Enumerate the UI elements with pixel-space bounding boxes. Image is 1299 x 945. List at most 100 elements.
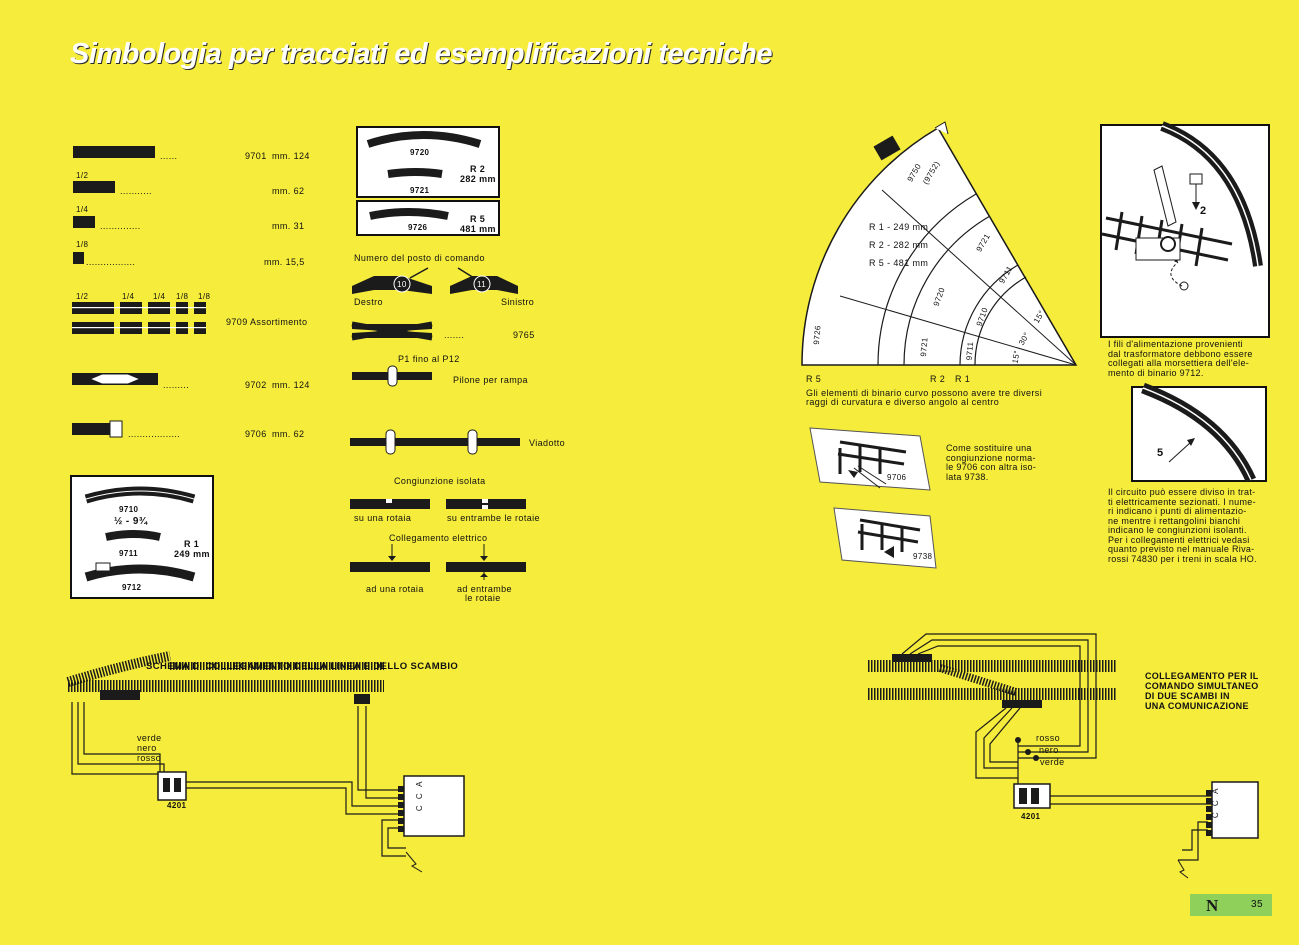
curve-box-r5: 9726 R 5 481 mm bbox=[356, 200, 500, 236]
track-symbol-full bbox=[73, 146, 155, 158]
track-length: mm. 62 bbox=[272, 429, 305, 439]
track-symbol-half bbox=[73, 181, 115, 193]
dots: ................. bbox=[86, 257, 136, 267]
right-wiring-schema bbox=[868, 633, 1259, 879]
page-title: Simbologia per tracciati ed esemplificaz… bbox=[70, 38, 772, 70]
curve-code: 9712 bbox=[122, 583, 142, 592]
dots: ...... bbox=[160, 151, 178, 161]
track-length: mm. 31 bbox=[272, 221, 305, 231]
fan-code: 9711 bbox=[964, 341, 976, 361]
terminal-letter: A bbox=[414, 781, 424, 787]
wire-label: verde bbox=[137, 733, 162, 743]
terminal-letter: A bbox=[1210, 788, 1220, 794]
track-code-9702: 9702 bbox=[245, 380, 267, 390]
fraction-label: 1/4 bbox=[122, 292, 135, 301]
curve-radius-mm: 282 mm bbox=[460, 174, 496, 184]
pylon-symbol bbox=[352, 365, 432, 387]
fan-caption: Gli elementi di binario curvo possono av… bbox=[806, 388, 1043, 398]
curve-code: 9710 bbox=[119, 505, 139, 514]
replace-code: 9738 bbox=[913, 552, 933, 561]
sections-text: Il circuito può essere diviso in trat-ti… bbox=[1108, 487, 1257, 564]
dots: ....... bbox=[444, 330, 465, 340]
wire-label: rosso bbox=[137, 753, 162, 763]
replace-code: 9706 bbox=[887, 473, 907, 482]
fan-bottom-label: R 2 bbox=[930, 374, 946, 384]
curve-radius: R 2 bbox=[470, 164, 486, 174]
wire-label: verde bbox=[1040, 757, 1065, 767]
track-length: mm. 15,5 bbox=[264, 257, 305, 267]
track-symbol-quarter bbox=[73, 216, 95, 228]
dots: .................. bbox=[128, 429, 181, 439]
dots: ......... bbox=[163, 380, 190, 390]
wire-label: nero bbox=[1039, 745, 1059, 755]
fan-code: 9726 bbox=[811, 324, 823, 346]
track-9702-symbol bbox=[72, 373, 158, 385]
fraction-label: 1/2 bbox=[76, 171, 89, 180]
terminal-letter: C bbox=[415, 804, 425, 812]
terminal-letter: C bbox=[1211, 799, 1221, 807]
electric-right-label-2: le rotaie bbox=[465, 593, 501, 603]
fan-bottom-label: R 5 bbox=[806, 374, 822, 384]
dots: .............. bbox=[100, 221, 141, 231]
electric-left-label: ad una rotaia bbox=[366, 584, 424, 594]
curve-box-r1: 9710 ½ - 9¾ 9711 R 1 249 mm 9712 bbox=[70, 475, 214, 599]
insulated-symbols bbox=[350, 499, 526, 509]
track-length: mm. 124 bbox=[272, 380, 310, 390]
device-code: 4201 bbox=[167, 801, 187, 810]
viaduct-symbol bbox=[350, 429, 520, 455]
curve-radius: R 5 bbox=[470, 214, 486, 224]
curve-box-r2: 9720 R 2 282 mm 9721 bbox=[356, 126, 500, 198]
dots: ........... bbox=[120, 186, 152, 196]
assortment-symbols bbox=[72, 302, 206, 334]
viaduct-label: Viadotto bbox=[529, 438, 566, 448]
electric-right-label: ad entrambe bbox=[457, 584, 512, 594]
electric-symbols bbox=[350, 544, 526, 580]
fan-bottom-label: R 1 bbox=[955, 374, 971, 384]
pylon-label: Pilone per rampa bbox=[453, 375, 528, 385]
curve-code: 9711 bbox=[119, 549, 138, 558]
track-length: mm. 62 bbox=[272, 186, 305, 196]
insulated-right-label: su entrambe le rotaie bbox=[447, 513, 540, 523]
left-schema-title: SCHEMA DI COLLEGAMENTO DELLA LINEA E DEL… bbox=[146, 661, 459, 672]
pylon-range: P1 fino al P12 bbox=[398, 354, 460, 364]
fraction-label: 1/8 bbox=[76, 240, 89, 249]
assortment-label: 9709 Assortimento bbox=[226, 317, 308, 327]
command-caption: Numero del posto di comando bbox=[354, 253, 485, 263]
fraction-label: 1/4 bbox=[153, 292, 166, 301]
fraction-label: 1/4 bbox=[76, 205, 89, 214]
fan-code: 9721 bbox=[918, 336, 930, 358]
curve-fraction: ½ - 9¾ bbox=[114, 516, 148, 527]
fan-radius: R 5 - 481 mm bbox=[869, 258, 929, 268]
fan-radius: R 1 - 249 mm bbox=[869, 222, 929, 232]
command-number: 11 bbox=[477, 280, 487, 289]
curve-radius: R 1 bbox=[184, 539, 200, 549]
curve-code: 9721 bbox=[410, 186, 430, 195]
track-code-9701: 9701 bbox=[245, 151, 267, 161]
joiner-replacement-illustration bbox=[809, 427, 937, 569]
curve-code: 9720 bbox=[410, 148, 430, 157]
crossing-code: 9765 bbox=[513, 330, 535, 340]
terminal-letter: C bbox=[1211, 811, 1221, 819]
page-number: 35 bbox=[1251, 899, 1263, 910]
fan-radius: R 2 - 282 mm bbox=[869, 240, 929, 250]
insulated-title: Congiunzione isolata bbox=[394, 476, 486, 486]
switch-left-label: Sinistro bbox=[501, 297, 535, 307]
track-9706-symbol bbox=[72, 420, 123, 438]
device-code: 4201 bbox=[1021, 812, 1041, 821]
curve-radius-mm: 481 mm bbox=[460, 224, 496, 234]
fraction-label: 1/2 bbox=[76, 292, 89, 301]
feed-marker: 2 bbox=[1200, 205, 1207, 217]
fan-caption: raggi di curvatura e diverso angolo al c… bbox=[806, 397, 1000, 407]
curve-code: 9726 bbox=[408, 223, 428, 232]
left-wiring-schema bbox=[66, 651, 465, 873]
track-symbol-eighth bbox=[73, 252, 84, 264]
track-code-9706: 9706 bbox=[245, 429, 267, 439]
crossing-symbol bbox=[351, 321, 433, 341]
brand-logo: N bbox=[1206, 896, 1219, 915]
terminal-letter: C bbox=[415, 792, 425, 800]
page-footer-badge bbox=[1190, 894, 1272, 916]
